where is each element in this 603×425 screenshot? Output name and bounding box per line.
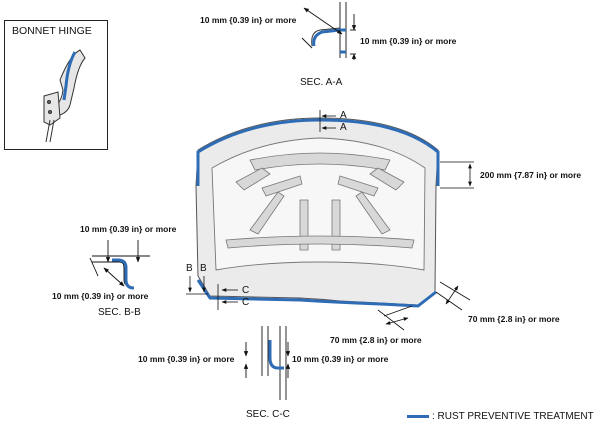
bonnet-hinge-drawing [43, 49, 86, 143]
cut-mark-a-1: A [340, 110, 347, 121]
dim-a-horizontal-label: 10 mm {0.39 in} or more [200, 15, 297, 25]
legend: : RUST PREVENTIVE TREATMENT [407, 412, 594, 422]
dim-70mm-bottom-label: 70 mm {2.8 in} or more [330, 335, 422, 345]
section-c-c-drawing [243, 326, 291, 400]
cut-mark-c-1: C [242, 285, 250, 296]
legend-label: : RUST PREVENTIVE TREATMENT [432, 411, 594, 422]
dim-70mm-corner [377, 281, 471, 331]
dim-200mm-label: 200 mm {7.87 in} or more [480, 170, 582, 180]
dim-c-right-label: 10 mm {0.39 in} or more [292, 354, 389, 364]
section-a-rust-band [312, 28, 346, 47]
cut-line-b [186, 276, 208, 295]
dim-70mm-right-label: 70 mm {2.8 in} or more [468, 314, 560, 324]
cut-mark-b-1: B [186, 263, 193, 274]
cut-mark-a-2: A [340, 122, 347, 133]
hinge-rust-band [62, 51, 77, 101]
dim-c-left-label: 10 mm {0.39 in} or more [138, 354, 235, 364]
cut-line-c [217, 284, 238, 310]
cut-mark-b-2: B [200, 263, 207, 274]
section-a-a-label: SEC. A-A [300, 77, 343, 88]
section-b-b-label: SEC. B-B [98, 307, 141, 318]
dim-200mm [440, 161, 474, 189]
section-c-c-label: SEC. C-C [246, 409, 290, 420]
dim-a-vertical-label: 10 mm {0.39 in} or more [360, 36, 457, 46]
legend-swatch [407, 414, 429, 418]
bonnet-hinge-inset [4, 20, 108, 150]
bonnet-drawing [195, 117, 440, 308]
section-b-b-drawing [89, 240, 150, 290]
section-c-rust-band [268, 340, 284, 370]
rust-treatment-bottom-edge [196, 279, 437, 308]
bonnet-hinge-title: BONNET HINGE [12, 25, 92, 37]
dim-b-bottom-label: 10 mm {0.39 in} or more [52, 291, 149, 301]
section-b-rust-band [112, 258, 135, 290]
section-a-a-drawing [301, 2, 357, 60]
dim-b-top-label: 10 mm {0.39 in} or more [80, 224, 177, 234]
cut-mark-c-2: C [242, 297, 250, 308]
cut-line-a [319, 110, 336, 132]
